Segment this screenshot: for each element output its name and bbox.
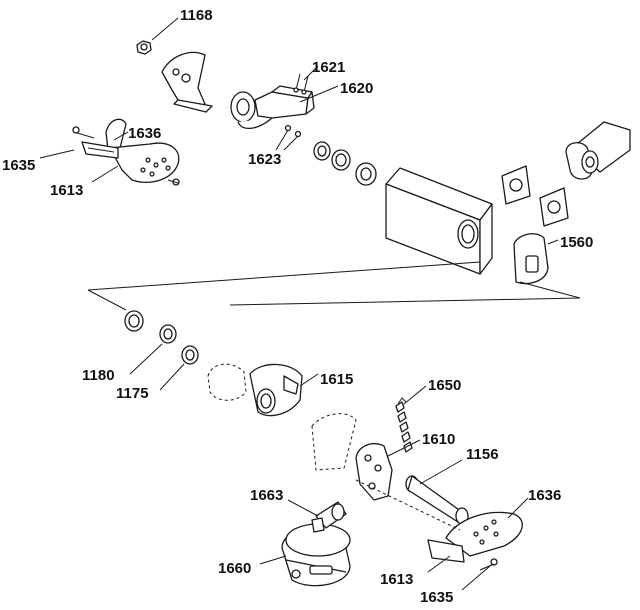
leader-1560 xyxy=(547,239,559,245)
leader-1635-bottom xyxy=(461,565,491,591)
part-1636-adjuster-arm-top xyxy=(105,118,180,183)
camshaft-bushing xyxy=(565,121,631,180)
part-1168-nut xyxy=(136,40,152,55)
part-1180-1175-bushings xyxy=(124,310,199,365)
leader-1613-top xyxy=(91,165,119,183)
callout-1610: 1610 xyxy=(422,431,455,448)
leader-1621 xyxy=(303,65,319,81)
leader-1636-top xyxy=(113,131,129,141)
leader-1663 xyxy=(287,499,319,517)
part-1610-bracket xyxy=(311,413,393,501)
callout-1660: 1660 xyxy=(218,560,251,577)
leader-1168 xyxy=(151,17,179,41)
mounting-plate-top xyxy=(161,51,213,113)
leader-1156 xyxy=(419,459,463,485)
leader-1636-bottom xyxy=(507,497,529,519)
callout-1635-bottom: 1635 xyxy=(420,589,453,606)
part-1650-spring xyxy=(395,397,413,453)
callout-1180: 1180 xyxy=(82,367,115,384)
bushing-set-top xyxy=(313,141,377,186)
callout-1615: 1615 xyxy=(320,371,353,388)
leader-1620 xyxy=(299,85,339,103)
callout-1623: 1623 xyxy=(248,151,281,168)
leader-1615 xyxy=(299,373,319,387)
callout-1156: 1156 xyxy=(466,446,499,463)
callout-1560: 1560 xyxy=(560,234,593,251)
part-1613-clevis-top xyxy=(81,141,119,159)
part-1560-clip xyxy=(513,233,549,285)
callout-1635-top: 1635 xyxy=(2,157,35,174)
callout-1621: 1621 xyxy=(312,59,345,76)
part-1635-bolt-top xyxy=(72,126,180,186)
callout-1613-bottom: 1613 xyxy=(380,571,413,588)
part-1615-clamp xyxy=(207,363,303,417)
callout-1663: 1663 xyxy=(250,487,283,504)
callout-1636-top: 1636 xyxy=(128,125,161,142)
leader-1635-top xyxy=(39,149,75,159)
callout-1620: 1620 xyxy=(340,80,373,97)
leader-1613-bottom xyxy=(427,555,451,573)
chamber-housing-box xyxy=(385,167,493,275)
leader-1175 xyxy=(159,363,185,391)
leader-1623 xyxy=(275,129,299,151)
assembly-dashed-path xyxy=(355,479,461,531)
leader-1180 xyxy=(129,343,163,375)
part-1620-pivot-clamp xyxy=(230,85,315,129)
callout-1613-top: 1613 xyxy=(50,182,83,199)
part-1660-brake-chamber xyxy=(281,523,351,587)
callout-1650: 1650 xyxy=(428,377,461,394)
part-1621-pins xyxy=(293,73,309,95)
callout-1168: 1168 xyxy=(180,7,213,24)
callout-1175: 1175 xyxy=(116,385,149,402)
part-1635-bolt-bottom xyxy=(479,558,498,571)
leader-1660 xyxy=(259,555,287,565)
assembly-guide-lines xyxy=(87,261,581,311)
part-1636-adjuster-arm-bottom xyxy=(445,511,523,557)
callout-1636-bottom: 1636 xyxy=(528,487,561,504)
part-1613-clevis-bottom xyxy=(427,539,465,563)
part-1663-yoke xyxy=(311,501,347,533)
leader-1650 xyxy=(403,385,427,405)
gasket-plates xyxy=(501,165,569,227)
part-1156-pin-bolt xyxy=(405,475,469,525)
leader-1610 xyxy=(387,439,421,457)
